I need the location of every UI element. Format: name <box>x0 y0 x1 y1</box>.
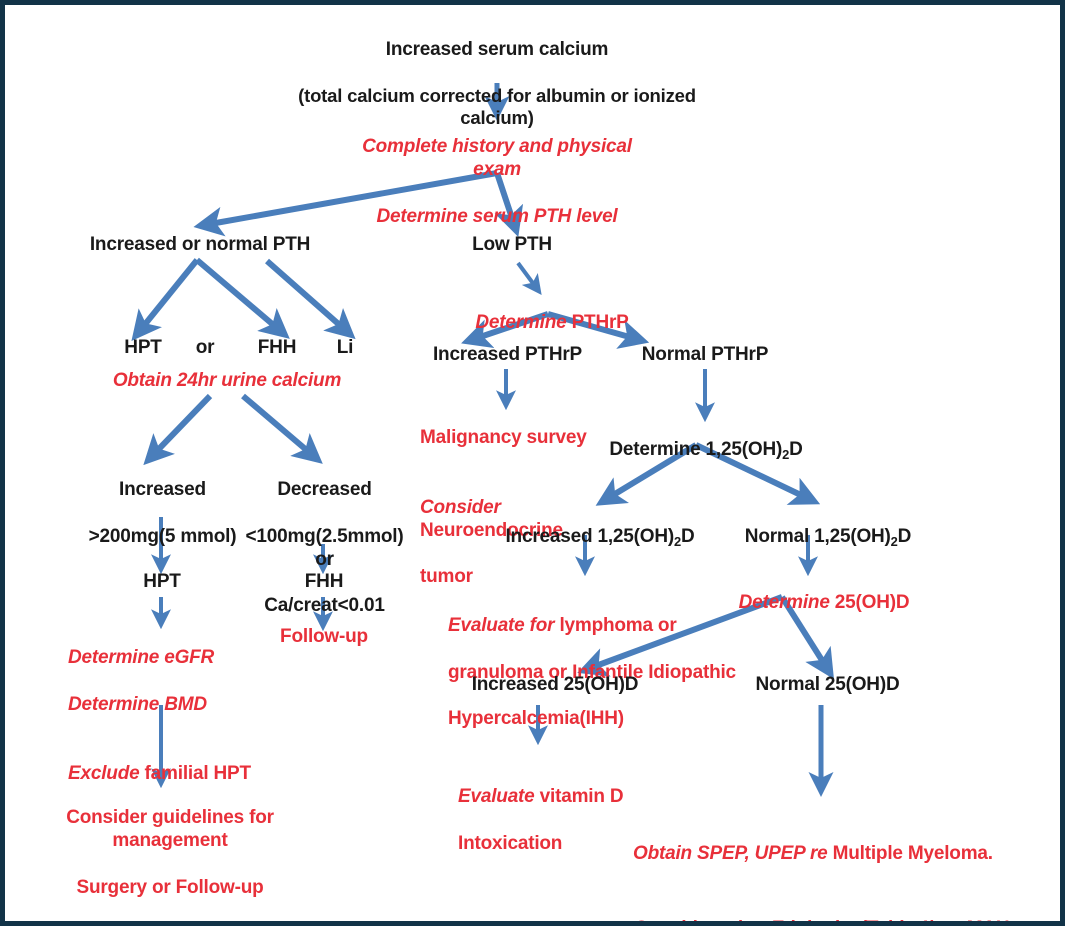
node-urine-increased-line2: >200mg(5 mmol) <box>88 525 237 547</box>
node-consider-neuroendocrine: Consider Neuroendocrine <box>420 473 630 543</box>
arrow-pth-to-hpt <box>131 258 200 342</box>
increased-125ohd-post: D <box>681 526 695 548</box>
node-spep-block: Obtain SPEP, UPEP re Multiple Myeloma. C… <box>633 791 1053 921</box>
node-malignancy-survey: Malignancy survey <box>420 427 587 449</box>
node-normal-pthrp: Normal PTHrP <box>641 344 769 365</box>
node-normal-25ohd: Normal 25(OH)D <box>755 674 900 695</box>
node-or: or <box>195 337 215 358</box>
determine-125ohd-post: D <box>789 439 803 461</box>
node-increased-pthrp: Increased PTHrP <box>432 344 583 365</box>
determine-word: Determine <box>475 312 567 334</box>
normal-125ohd-pre: Normal 1,25(OH) <box>744 526 891 548</box>
node-exclude-familial-hpt: Exclude familial HPT <box>68 739 368 785</box>
arrow-pth-to-li <box>265 258 356 340</box>
node-urine-decreased-line1: Decreased <box>277 479 372 501</box>
node-fhh-2: FHH <box>304 571 344 592</box>
node-obtain-urine-calcium: Obtain 24hr urine calcium <box>112 370 342 391</box>
node-evaluate-lymphoma: Evaluate for lymphoma or <box>448 591 748 637</box>
normal-125ohd-post: D <box>897 526 912 548</box>
lymphoma-word: lymphoma or <box>554 615 677 637</box>
determine-25-word: Determine <box>738 592 830 614</box>
node-determine-egfr: Determine eGFR <box>68 647 215 669</box>
node-determine-egfr-block: Determine eGFR Determine BMD Exclude fam… <box>68 623 368 808</box>
node-urine-decreased-line2: <100mg(2.5mmol) or <box>245 525 404 570</box>
node-hpt: HPT <box>124 337 162 358</box>
node-hypercalcemia-ihh: Hypercalcemia(IHH) <box>448 708 624 730</box>
node-surgery-or-followup: Surgery or Follow-up <box>76 876 264 898</box>
node-urine-increased-line1: Increased <box>119 479 206 501</box>
node-start: Increased serum calcium (total calcium c… <box>287 15 707 153</box>
vitamin-d-word: vitamin D <box>534 786 624 808</box>
consider-etiologies-word: Consider other Etiologies(Table 1) eg <box>633 918 962 921</box>
arrow-urine-to-increased <box>143 393 213 466</box>
increased-125ohd-pre: Increased 1,25(OH) <box>505 526 675 548</box>
node-start-line1: Increased serum calcium <box>385 39 609 61</box>
node-urine-decreased: Decreased <100mg(2.5mmol) or Ca/creat<0.… <box>237 455 412 640</box>
node-evaluate-lymphoma-block: Evaluate for lymphoma or granuloma or In… <box>448 568 748 753</box>
node-low-pth: Low PTH <box>472 234 552 255</box>
node-intoxication: Intoxication <box>458 832 563 854</box>
node-granuloma-line: granuloma or Infantile Idiopathic <box>448 661 736 683</box>
node-etiologies-line: Consider other Etiologies(Table 1) eg MA… <box>633 891 1053 921</box>
evaluate-word: Evaluate <box>458 786 535 808</box>
node-followup: Follow-up <box>280 626 368 647</box>
node-workup-line1: Complete history and physical exam <box>362 136 632 181</box>
normal-125ohd-sub: 2 <box>890 533 898 549</box>
node-li: Li <box>336 337 354 358</box>
node-normal-125ohd: Normal 1,25(OH)2D <box>723 502 933 549</box>
increased-125ohd-sub: 2 <box>674 533 681 549</box>
node-consider-guidelines-block: Consider guidelines for management Surge… <box>25 783 315 921</box>
determine-125ohd-sub: 2 <box>782 446 790 462</box>
node-determine-25ohd: Determine 25(OH)D <box>719 568 929 614</box>
arrow-urine-to-decreased <box>241 393 323 464</box>
multiple-myeloma-word: Multiple Myeloma. <box>827 843 993 865</box>
node-evaluate-vitd-block: Evaluate vitamin D Intoxication <box>458 739 668 878</box>
node-determine-bmd: Determine BMD <box>68 693 207 715</box>
node-hpt-2: HPT <box>143 571 181 592</box>
arrow-lowpth-to-determine-pthrp <box>516 261 542 296</box>
node-workup-line2: Determine serum PTH level <box>376 205 618 227</box>
node-consider-guidelines: Consider guidelines for management <box>66 807 274 852</box>
familial-hpt-word: familial HPT <box>139 763 252 785</box>
node-malignancy-block: Malignancy survey Consider Neuroendocrin… <box>420 403 630 612</box>
node-determine-125ohd: Determine 1,25(OH)2D <box>601 415 811 462</box>
node-increased-25ohd: Increased 25(OH)D <box>471 674 639 695</box>
evaluate-for-word: Evaluate for <box>448 615 555 637</box>
pthrp-word: PTHrP <box>566 312 629 334</box>
node-fhh: FHH <box>257 337 297 358</box>
node-evaluate-vitd: Evaluate vitamin D <box>458 762 668 808</box>
neuroendocrine-word: Neuroendocrine <box>420 519 563 541</box>
arrow-pth-to-fhh <box>195 257 290 339</box>
node-tumor: tumor <box>420 566 473 588</box>
exclude-word: Exclude <box>68 763 140 785</box>
node-spep-line: Obtain SPEP, UPEP re Multiple Myeloma. <box>633 816 1053 866</box>
obtain-spep-upep-word: Obtain SPEP, UPEP re <box>633 843 828 865</box>
node-start-line2: (total calcium corrected for albumin or … <box>298 84 696 129</box>
node-increased-or-normal-pth: Increased or normal PTH <box>89 234 311 255</box>
node-increased-125ohd: Increased 1,25(OH)2D <box>485 502 715 549</box>
mah-word: MAH <box>962 918 1010 921</box>
node-determine-pthrp: Determine PTHrP <box>457 288 647 334</box>
node-workup: Complete history and physical exam Deter… <box>337 112 657 251</box>
consider-word: Consider <box>420 496 501 518</box>
25ohd-word: 25(OH)D <box>829 592 910 614</box>
node-urine-decreased-line3: Ca/creat<0.01 <box>264 595 385 617</box>
node-urine-increased: Increased >200mg(5 mmol) <box>75 455 250 571</box>
determine-125ohd-pre: Determine 1,25(OH) <box>609 439 783 461</box>
